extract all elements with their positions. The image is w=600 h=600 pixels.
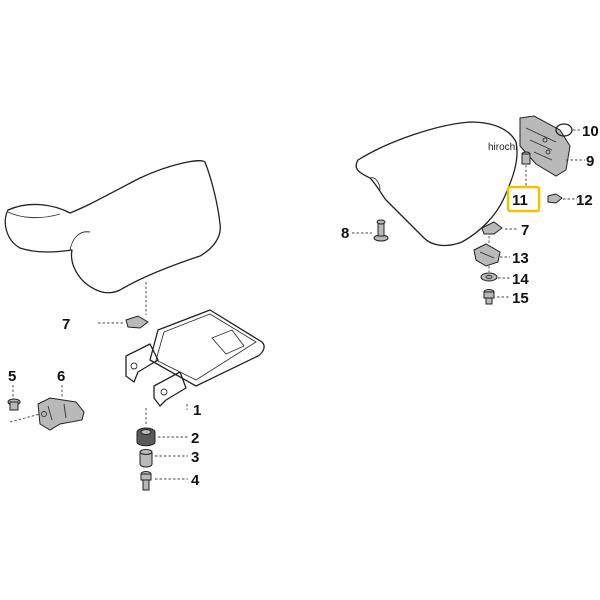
label-1: 1	[193, 402, 201, 419]
label-13: 13	[512, 250, 529, 267]
clip-nut-left	[125, 315, 149, 329]
highlight-box-11	[506, 185, 541, 213]
label-12: 12	[576, 192, 593, 209]
spacer	[139, 451, 153, 468]
watermark: hirochi	[488, 142, 517, 153]
label-5: 5	[8, 368, 16, 385]
label-7-left: 7	[62, 316, 70, 333]
label-14: 14	[512, 271, 529, 288]
label-15: 15	[512, 290, 529, 307]
nut-12	[547, 193, 563, 204]
label-7-right: 7	[521, 222, 529, 239]
seat-frame	[149, 309, 265, 387]
label-3: 3	[191, 449, 199, 466]
seat-left	[4, 160, 221, 294]
label-10: 10	[582, 123, 599, 140]
latch-bracket	[37, 397, 85, 431]
label-6: 6	[57, 368, 65, 385]
label-2: 2	[191, 430, 199, 447]
o-ring	[555, 123, 573, 137]
seat-right	[355, 121, 518, 247]
clip-nut-right	[481, 221, 503, 235]
label-8: 8	[341, 225, 349, 242]
label-11: 11	[512, 192, 528, 209]
washer-14	[480, 272, 498, 282]
label-9: 9	[586, 153, 594, 170]
tail-bracket	[519, 115, 571, 177]
label-4: 4	[191, 472, 200, 489]
